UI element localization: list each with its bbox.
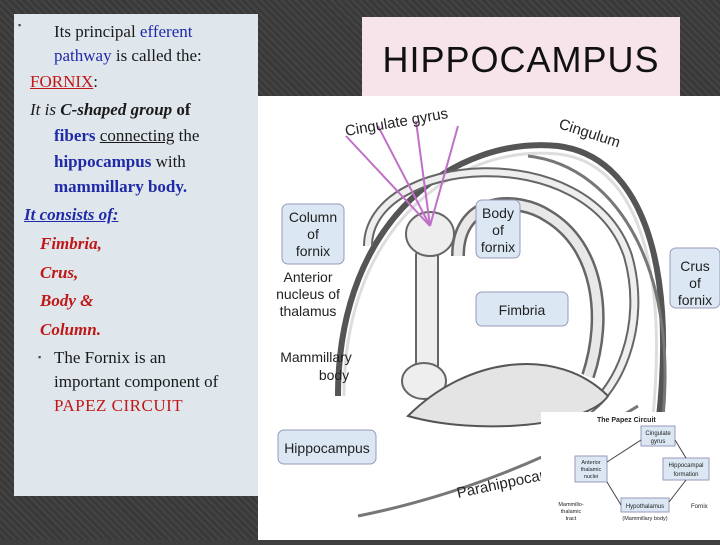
papez-cingulate: Cingulate [645, 431, 671, 437]
cingulum-tract [527, 154, 667, 457]
text-line-3: FORNIX: [30, 72, 98, 92]
fornix-crus-fill [365, 169, 638, 419]
papez-box-cingulate [640, 425, 676, 447]
title-box: HIPPOCAMPUS [362, 17, 680, 97]
text-fimbria: Fimbria, [40, 234, 102, 253]
text-fornix: FORNIX [30, 72, 94, 91]
label-fimbria: Fimbria [499, 302, 546, 318]
text-consists-of: It consists of: [24, 205, 119, 224]
papez-circuit-diagram: The Papez Circuit Cingulate gyrus Anteri… [558, 417, 710, 522]
label-of: of [307, 226, 319, 242]
papez-thalamic-tract-a: thalamic [561, 509, 582, 515]
text-pathway: pathway [54, 46, 112, 65]
papez-gyrus: gyrus [651, 439, 666, 445]
label-box-hippocampus [277, 429, 377, 465]
label-body-fornix: fornix [481, 239, 515, 255]
papez-formation: formation [673, 472, 698, 478]
papez-arrows [606, 439, 687, 506]
text-line-1: Its principal efferent [54, 22, 192, 42]
anterior-nucleus-shape [405, 211, 455, 257]
text-line-5: fibers connecting the [54, 126, 199, 146]
text-fornix-is: The Fornix is an [54, 348, 166, 367]
bullet-icon: ▪ [38, 352, 42, 362]
label-cingulate-gyrus: Cingulate gyrus [344, 105, 450, 140]
fornix-illustration: Cingulate gyrus Cingulum Column of forni… [276, 105, 720, 518]
text-line-6: hippocampus with [54, 152, 186, 172]
label-hippocampus: Hippocampus [284, 440, 370, 456]
text-body: Body & [40, 291, 94, 310]
text-important: important component of [54, 372, 219, 391]
text-with: with [151, 152, 186, 171]
label-nucleus-of: nucleus of [276, 286, 340, 302]
hippocampus-shape [406, 362, 610, 428]
mammillary-body-shape [401, 362, 447, 400]
label-column: Column [289, 209, 337, 225]
label-crus-fornix: fornix [678, 292, 712, 308]
text-is-called: is called the: [111, 46, 202, 65]
fornix-diagram: Cingulate gyrus Cingulum Column of forni… [258, 96, 720, 540]
papez-thalamic-tract-b: tract [566, 516, 577, 522]
label-body: Body [482, 205, 514, 221]
papez-hypothalamus: Hypothalamus [626, 504, 664, 510]
label-fornix: fornix [296, 243, 330, 259]
text-papez-circuit: PAPEZ CIRCUIT [54, 396, 184, 415]
text-of: of [172, 100, 191, 119]
text-connecting: connecting [99, 126, 175, 145]
fornix-body-fill [453, 199, 603, 378]
text-hippocampus: hippocampus [54, 152, 152, 171]
text-fibers: fibers [54, 126, 100, 145]
papez-nuclei: nuclei [584, 474, 598, 480]
text-the: the [174, 126, 200, 145]
papez-circuit-inset: The Papez Circuit Cingulate gyrus Anteri… [541, 412, 720, 540]
text-c-shaped: C-shaped group [60, 100, 173, 119]
papez-title: The Papez Circuit [597, 417, 656, 424]
text-line-4: It is C-shaped group of [30, 100, 191, 120]
label-thalamus: thalamus [280, 303, 337, 319]
slide-title: HIPPOCAMPUS [382, 39, 660, 80]
label-crus: Crus [680, 258, 710, 274]
text-mammillary-body: mammillary body. [54, 177, 188, 196]
text-line-2: pathway is called the: [54, 46, 202, 66]
papez-mammillo: Mammillo- [558, 502, 584, 508]
papez-mammillary: (Mammillary body) [622, 516, 667, 522]
cingulate-gyrus-arc [335, 142, 667, 427]
text-panel: ▪ Its principal efferent pathway is call… [14, 14, 258, 496]
text-column: Column. [40, 320, 101, 339]
bullet-icon: ▪ [18, 20, 22, 30]
text-crus: Crus, [40, 263, 79, 282]
label-mammillary: Mammillary [280, 349, 352, 365]
label-box-fimbria [475, 291, 569, 327]
papez-anterior: Anterior [581, 460, 600, 466]
label-box-crus [669, 247, 720, 309]
text-efferent: efferent [139, 22, 193, 41]
papez-hippocampal: Hippocampal [668, 463, 703, 469]
label-box-column [281, 203, 345, 265]
projection-arrows [345, 120, 459, 227]
papez-thalamic: thalamic [581, 467, 602, 473]
label-box-body [475, 199, 521, 259]
text-colon: : [93, 72, 99, 91]
papez-box-anterior [574, 455, 608, 483]
text-it-is: It is [30, 100, 61, 119]
papez-fornix: Fornix [691, 504, 708, 510]
label-anterior: Anterior [283, 269, 332, 285]
label-mammillary-body: body [319, 367, 349, 383]
label-body-of: of [492, 222, 504, 238]
label-crus-of: of [689, 275, 701, 291]
text-principal: Its principal [54, 22, 140, 41]
